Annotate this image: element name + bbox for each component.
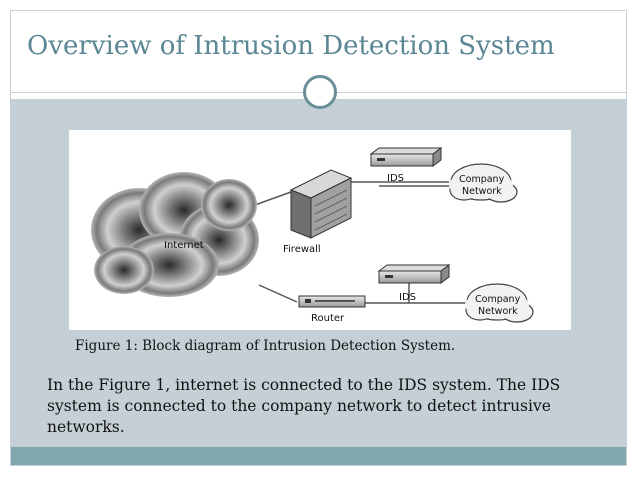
ids-bottom-label: IDS	[399, 292, 416, 303]
company-network-bottom-cloud-icon	[465, 283, 534, 323]
internet-cloud-icon	[91, 172, 259, 297]
diagram-figure: Internet Firewall IDS	[69, 130, 571, 330]
internet-label: Internet	[164, 240, 204, 251]
ids-top-device-icon	[369, 147, 443, 167]
figure-caption: Figure 1: Block diagram of Intrusion Det…	[75, 338, 456, 354]
ids-top-label: IDS	[387, 173, 404, 184]
network-bottom-line2: Network	[478, 306, 518, 317]
ids-block-diagram: Internet Firewall IDS	[91, 147, 534, 324]
network-top-line1: Company	[459, 174, 505, 185]
firewall-icon	[289, 169, 353, 239]
router-icon	[298, 295, 366, 308]
circle-ornament-icon	[303, 75, 337, 109]
network-top-line2: Network	[462, 186, 502, 197]
bottom-bar	[11, 447, 626, 465]
body-paragraph: In the Figure 1, internet is connected t…	[47, 376, 561, 436]
company-network-top-cloud-icon	[449, 163, 518, 203]
router-label: Router	[311, 313, 345, 324]
link-internet-router	[258, 284, 298, 303]
network-bottom-line1: Company	[475, 294, 521, 305]
ids-bottom-device-icon	[377, 264, 451, 284]
slide-title: Overview of Intrusion Detection System	[27, 31, 555, 61]
firewall-label: Firewall	[283, 244, 321, 255]
slide-frame: Overview of Intrusion Detection System	[10, 10, 627, 466]
